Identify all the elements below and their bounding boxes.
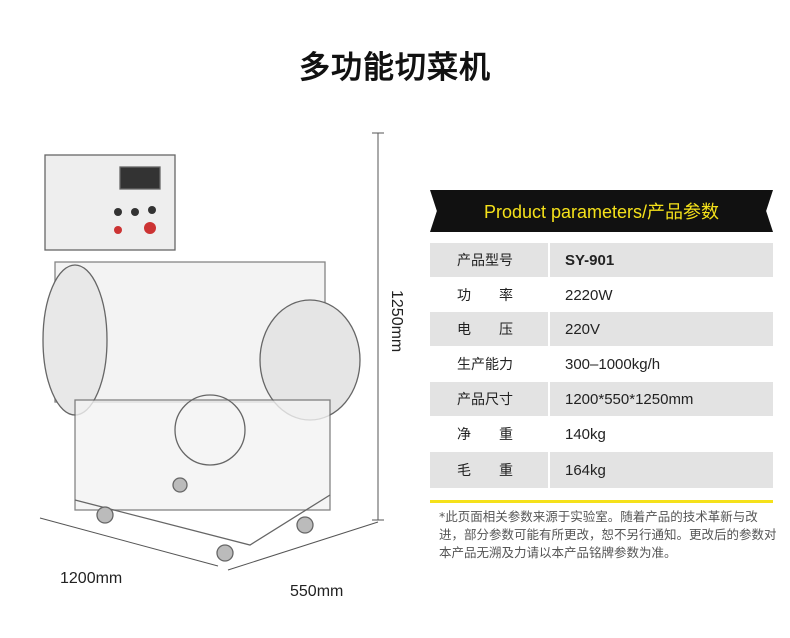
param-row: 毛 重 164kg: [430, 452, 773, 488]
params-banner: Product parameters/产品参数: [430, 190, 773, 232]
param-key: 毛 重: [430, 452, 550, 488]
param-row: 产品型号 SY-901: [430, 243, 773, 277]
param-key: 净 重: [457, 427, 513, 443]
page-title: 多功能切菜机: [299, 50, 491, 86]
divider: [430, 500, 773, 503]
length-dimension: 1200mm: [60, 570, 123, 587]
param-key: 产品型号: [430, 243, 550, 277]
param-value: 300–1000kg/h: [565, 355, 661, 373]
disclaimer-note: *此页面相关参数来源于实验室。随着产品的技术革新与改进，部分参数可能有所更改，恕…: [439, 509, 777, 560]
param-row: 净 重 140kg: [430, 417, 773, 451]
param-value: 140kg: [565, 425, 606, 443]
width-dimension: 550mm: [290, 583, 344, 600]
param-value: 2220W: [565, 286, 613, 304]
param-value: 220V: [565, 320, 601, 338]
param-row: 产品尺寸 1200*550*1250mm: [430, 382, 773, 416]
param-key: 产品尺寸: [430, 382, 550, 416]
param-row: 生产能力 300–1000kg/h: [430, 348, 773, 380]
param-key: 电 压: [430, 312, 550, 346]
height-dimension: 1250mm: [388, 290, 405, 353]
param-row: 电 压 220V: [430, 312, 773, 346]
param-value: 1200*550*1250mm: [565, 390, 694, 408]
param-value: SY-901: [565, 251, 615, 269]
param-row: 功 率 2220W: [430, 279, 773, 311]
param-value: 164kg: [565, 461, 606, 479]
param-key: 生产能力: [457, 357, 513, 373]
param-key: 功 率: [457, 288, 513, 304]
